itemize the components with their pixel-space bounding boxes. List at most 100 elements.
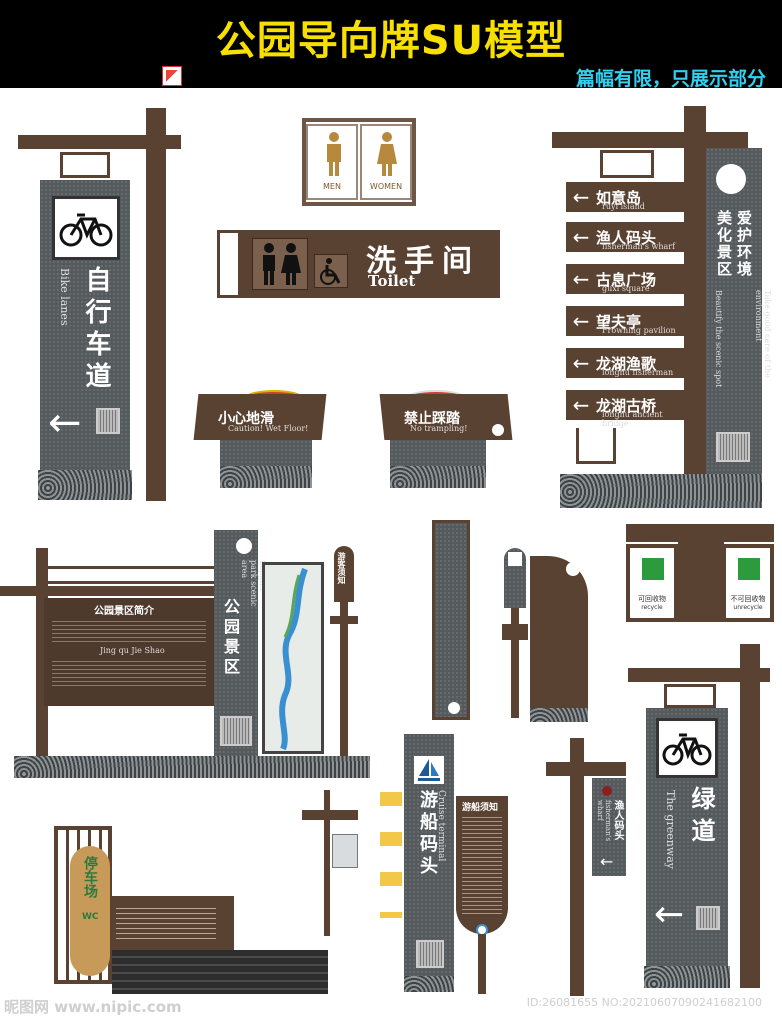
slogan-en-2: Beautify the scenic spot (714, 290, 723, 388)
board-panel: 公园景区简介 Jing qu Jie Shao (44, 598, 214, 706)
post-sign-pole (511, 608, 519, 718)
direction-item: ← 古息广场 guxi square (566, 264, 684, 294)
badge-icon (492, 424, 504, 436)
direction-crossbeam (552, 132, 748, 148)
direction-item: ← 如意岛 ruyi island (566, 182, 684, 212)
men-label: MEN (323, 182, 341, 191)
arrow-left-icon: ← (572, 393, 590, 417)
slogan-panel (706, 148, 762, 474)
light-icon (448, 702, 460, 714)
direction-item-en: fisherman's wharf (602, 242, 676, 251)
pole (570, 738, 584, 996)
pole-arm (302, 810, 358, 820)
recycle-roof (626, 524, 774, 542)
recycle-label-en: recycle (641, 604, 663, 611)
page-title: 公园导向牌SU模型 (215, 18, 567, 64)
park-title-zh: 公园景区 (221, 598, 240, 678)
unrecycle-label-en: unrecycle (733, 604, 763, 611)
direction-item: ← 渔人码头 fisherman's wharf (566, 222, 684, 252)
board-pinyin: Jing qu Jie Shao (100, 646, 165, 655)
arrow-left-icon: ← (572, 351, 590, 375)
slogan-zh-1: 爱护环境 (735, 210, 753, 278)
wood-slab (70, 846, 110, 976)
pole-arm (546, 762, 626, 776)
cruise-notice-title: 游船须知 (462, 803, 499, 813)
greenway-post (740, 644, 760, 988)
direction-item-en: guxi square (602, 284, 650, 293)
sign-post (146, 108, 166, 501)
toilet-en: Toilet (368, 272, 416, 290)
direction-item-zh: 渔人码头 (596, 228, 657, 247)
curved-slab (530, 556, 588, 718)
arrow-left-icon: ← (572, 309, 590, 333)
arrow-left-icon: ← (48, 400, 82, 446)
direction-item: ← 龙湖古桥 longhu ancient bridge (566, 390, 684, 428)
sign-crossbeam (18, 135, 181, 149)
wheelchair-icon (314, 254, 348, 288)
bicycle-icon (656, 718, 718, 778)
direction-ornament (600, 150, 654, 178)
cruise-notice-board: 游船须知 (456, 796, 508, 934)
bike-lane-en: Bike lanes (58, 268, 71, 326)
unrecycle-label: 不可回收物 (730, 595, 766, 603)
entrance-name: 停车场 (82, 856, 98, 898)
sign-ornament (60, 152, 110, 178)
recycle-icon (642, 558, 664, 580)
direction-item-en: ruyi island (602, 202, 645, 211)
greenway-en: The greenway (664, 790, 677, 870)
no-trampling-zh: 禁止踩踏 (404, 411, 460, 427)
red-dot-icon (602, 786, 612, 796)
watermark-site: 昵图网 www.nipic.com (4, 998, 182, 1016)
cruise-lights (380, 778, 402, 918)
greenway-zh: 绿道 (687, 786, 716, 850)
cruise-zh: 游船码头 (417, 790, 438, 878)
direction-ornament-bottom (576, 428, 616, 464)
qr-code-icon (220, 716, 252, 746)
recycle-center (678, 536, 724, 622)
qr-code-icon (716, 432, 750, 462)
caution-zh: 小心地滑 (218, 411, 274, 427)
board-heading: 公园景区简介 (94, 606, 154, 617)
pole (324, 790, 330, 936)
direction-item-zh: 龙湖渔歌 (596, 354, 657, 373)
unrecycle-icon (738, 558, 760, 580)
direction-item-zh: 龙湖古桥 (596, 396, 657, 415)
notice-arm (330, 616, 358, 624)
page-subtitle: 篇幅有限，只展示部分 (575, 68, 766, 90)
bike-lane-zh: 自行车道 (81, 266, 111, 394)
watermark-id: ID:26081655 NO:20210607090241682100 (526, 996, 762, 1009)
pole-map (332, 834, 358, 868)
men-panel: MEN (306, 124, 358, 200)
greenway-waves (644, 966, 730, 988)
direction-item-en: Frowning pavilion (602, 326, 676, 335)
notice-post (340, 600, 348, 758)
direction-item-en: longhu ancient bridge (602, 410, 663, 428)
slab-waves (530, 708, 588, 722)
stone-wall (112, 950, 328, 994)
no-trampling-waves (390, 466, 486, 488)
greenway-crossbeam (628, 668, 770, 682)
toilet-zh: 洗手间 (366, 244, 480, 279)
notice-post-top (334, 546, 354, 602)
board-text-block (52, 658, 206, 688)
boat-icon (508, 552, 522, 566)
entrance-board-text (116, 904, 216, 940)
cruise-notice-post (478, 934, 486, 994)
board-waves (14, 756, 370, 778)
arrow-left-icon: ← (600, 852, 614, 871)
arrow-left-icon: ← (572, 225, 590, 249)
post-sign-bracket (502, 624, 528, 640)
qr-code-icon (416, 940, 444, 968)
direction-item-zh: 古息广场 (596, 270, 657, 289)
light-icon (222, 256, 236, 270)
recycle-label: 可回收物 (638, 595, 666, 603)
slab-stone (432, 520, 470, 720)
men-icon (327, 132, 341, 176)
arrow-left-icon: ← (654, 894, 685, 935)
light-icon (236, 538, 252, 554)
arrow-left-icon: ← (572, 267, 590, 291)
direction-post (684, 106, 706, 474)
board-top-beam (0, 586, 222, 596)
direction-item-zh: 如意岛 (596, 188, 642, 207)
women-icon (377, 132, 397, 176)
